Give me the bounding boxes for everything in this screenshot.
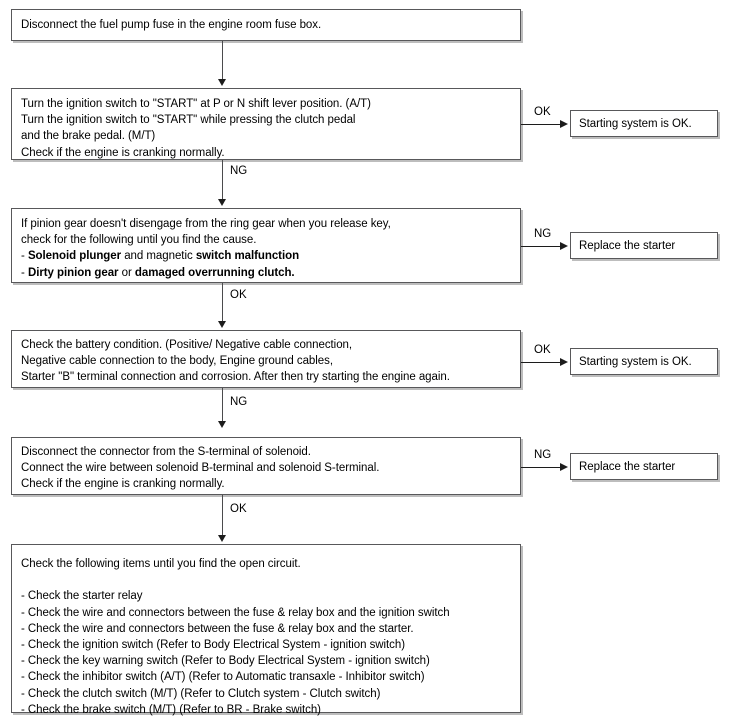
- step-line: - Solenoid plunger and magnetic switch m…: [21, 250, 300, 263]
- step-line: - Check the brake switch (M/T) (Refer to…: [21, 703, 321, 716]
- step-line: Check the following items until you find…: [21, 558, 301, 570]
- step-box-open-circuit-checklist: Check the following items until you find…: [11, 544, 521, 716]
- connector-line-step2-step3: [222, 160, 223, 200]
- branch-line-step3-result2: [521, 246, 562, 247]
- connector-arrow-step2-step3: [218, 199, 226, 206]
- connector-arrow-step5-step6: [218, 535, 226, 542]
- step-line: Check the battery condition. (Positive/ …: [21, 339, 353, 351]
- branch-line-step5-result4: [521, 467, 562, 468]
- step-line: check for the following until you find t…: [21, 234, 257, 247]
- step-line: - Check the key warning switch (Refer to…: [21, 655, 430, 668]
- step-line: Turn the ignition switch to "START" whil…: [21, 114, 356, 127]
- branch-arrow-step3-result2: [560, 242, 568, 250]
- result-label: Starting system is OK.: [579, 356, 692, 368]
- step-box-text: If pinion gear doesn't disengage from th…: [12, 209, 520, 287]
- connector-line-step1-step2: [222, 41, 223, 80]
- step-box-disconnect-fuel-pump-fuse: Disconnect the fuel pump fuse in the eng…: [11, 9, 521, 41]
- step-line: Negative cable connection to the body, E…: [21, 355, 333, 368]
- connector-label-step4-step5-ng: NG: [230, 396, 248, 408]
- branch-label-step4-ok: OK: [534, 344, 551, 356]
- connector-line-step4-step5: [222, 388, 223, 422]
- result-label: Starting system is OK.: [579, 118, 692, 130]
- branch-arrow-step5-result4: [560, 463, 568, 471]
- connector-arrow-step1-step2: [218, 79, 226, 86]
- step-line: - Check the wire and connectors between …: [21, 622, 414, 635]
- result-box-starting-system-ok-1: Starting system is OK.: [570, 110, 718, 137]
- step-box-text: Check the battery condition. (Positive/ …: [12, 331, 520, 392]
- step-line-spacer: [21, 572, 511, 588]
- connector-line-step3-step4: [222, 283, 223, 322]
- connector-label-step5-step6-ok: OK: [230, 503, 247, 515]
- step-line: Connect the wire between solenoid B-term…: [21, 462, 380, 475]
- result-box-text: Replace the starter: [571, 454, 717, 475]
- step-line: Disconnect the connector from the S-term…: [21, 446, 311, 458]
- step-line: If pinion gear doesn't disengage from th…: [21, 218, 391, 230]
- step-line: Check if the engine is cranking normally…: [21, 146, 225, 159]
- step-box-text: Disconnect the fuel pump fuse in the eng…: [12, 10, 520, 39]
- step-box-pinion-gear-disengage-check: If pinion gear doesn't disengage from th…: [11, 208, 521, 283]
- step-box-text: Turn the ignition switch to "START" at P…: [12, 89, 520, 167]
- branch-label-step2-ok: OK: [534, 106, 551, 118]
- step-line: - Check the wire and connectors between …: [21, 606, 450, 619]
- branch-label-step5-ng: NG: [534, 449, 552, 461]
- connector-label-step3-step4-ok: OK: [230, 289, 247, 301]
- step-box-text: Check the following items until you find…: [12, 545, 520, 724]
- step-box-text: Disconnect the connector from the S-term…: [12, 438, 520, 499]
- connector-label-step2-step3-ng: NG: [230, 165, 248, 177]
- branch-line-step4-result3: [521, 362, 562, 363]
- result-box-starting-system-ok-2: Starting system is OK.: [570, 348, 718, 375]
- result-box-text: Replace the starter: [571, 233, 717, 254]
- branch-label-step3-ng: NG: [534, 228, 552, 240]
- result-label: Replace the starter: [579, 461, 676, 473]
- step-line: - Check the ignition switch (Refer to Bo…: [21, 639, 405, 651]
- result-label: Replace the starter: [579, 240, 676, 252]
- result-box-replace-the-starter-1: Replace the starter: [570, 232, 718, 259]
- connector-arrow-step4-step5: [218, 421, 226, 428]
- result-box-text: Starting system is OK.: [571, 111, 717, 132]
- step-box-solenoid-s-terminal-check: Disconnect the connector from the S-term…: [11, 437, 521, 495]
- branch-arrow-step2-result1: [560, 120, 568, 128]
- step-line: - Check the inhibitor switch (A/T) (Refe…: [21, 671, 425, 684]
- branch-arrow-step4-result3: [560, 358, 568, 366]
- result-box-replace-the-starter-2: Replace the starter: [570, 453, 718, 480]
- connector-arrow-step3-step4: [218, 321, 226, 328]
- result-box-text: Starting system is OK.: [571, 349, 717, 370]
- step-line: Check if the engine is cranking normally…: [21, 478, 225, 491]
- step-line: Disconnect the fuel pump fuse in the eng…: [21, 19, 322, 31]
- step-line: - Check the clutch switch (M/T) (Refer t…: [21, 687, 381, 700]
- step-line: - Check the starter relay: [21, 590, 143, 603]
- branch-line-step2-result1: [521, 124, 562, 125]
- step-box-check-battery-condition: Check the battery condition. (Positive/ …: [11, 330, 521, 388]
- connector-line-step5-step6: [222, 495, 223, 536]
- step-line: and the brake pedal. (M/T): [21, 130, 156, 143]
- step-line: Starter "B" terminal connection and corr…: [21, 371, 450, 384]
- step-line: Turn the ignition switch to "START" at P…: [21, 98, 371, 110]
- step-box-turn-ignition-switch-start: Turn the ignition switch to "START" at P…: [11, 88, 521, 160]
- step-line: - Dirty pinion gear or damaged overrunni…: [21, 266, 295, 279]
